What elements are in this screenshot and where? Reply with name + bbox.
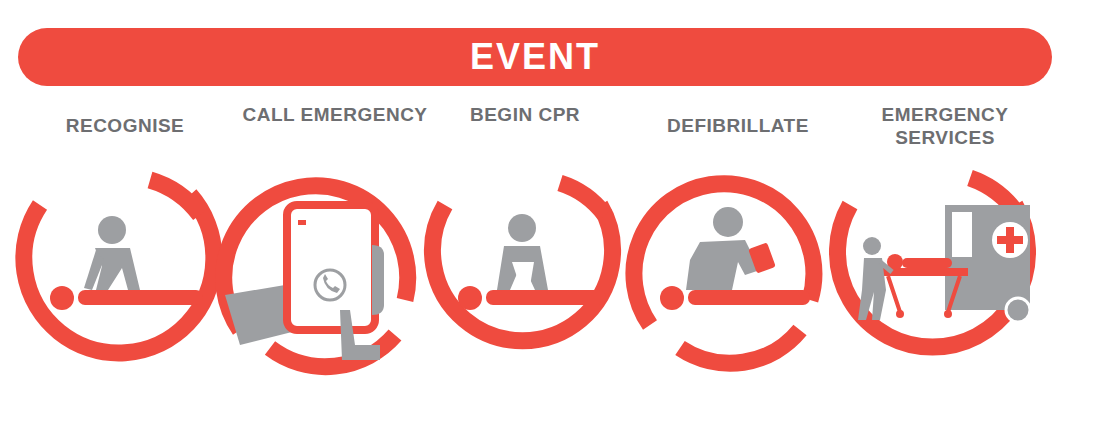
step-label: BEGIN CPR (431, 103, 619, 126)
recognise-figure (50, 216, 203, 310)
step-heading: BEGIN CPR (431, 103, 619, 126)
step-heading: RECOGNISE (31, 114, 219, 137)
ambulance-figure (858, 205, 1030, 322)
step-label: RECOGNISE (31, 114, 219, 137)
cpr-figure (458, 214, 606, 310)
step-heading: CALL EMERGENCY (241, 103, 429, 126)
defib-figure (660, 207, 810, 310)
band-title: EVENT (470, 36, 600, 78)
phone-figure (225, 205, 384, 360)
step-label: DEFIBRILLATE (639, 114, 837, 137)
step-label: EMERGENCY SERVICES (846, 103, 1044, 149)
event-band: EVENT (18, 28, 1052, 86)
step-label: CALL EMERGENCY (241, 103, 429, 126)
step-heading: DEFIBRILLATE (639, 114, 837, 137)
step-heading: EMERGENCY SERVICES (846, 103, 1044, 149)
